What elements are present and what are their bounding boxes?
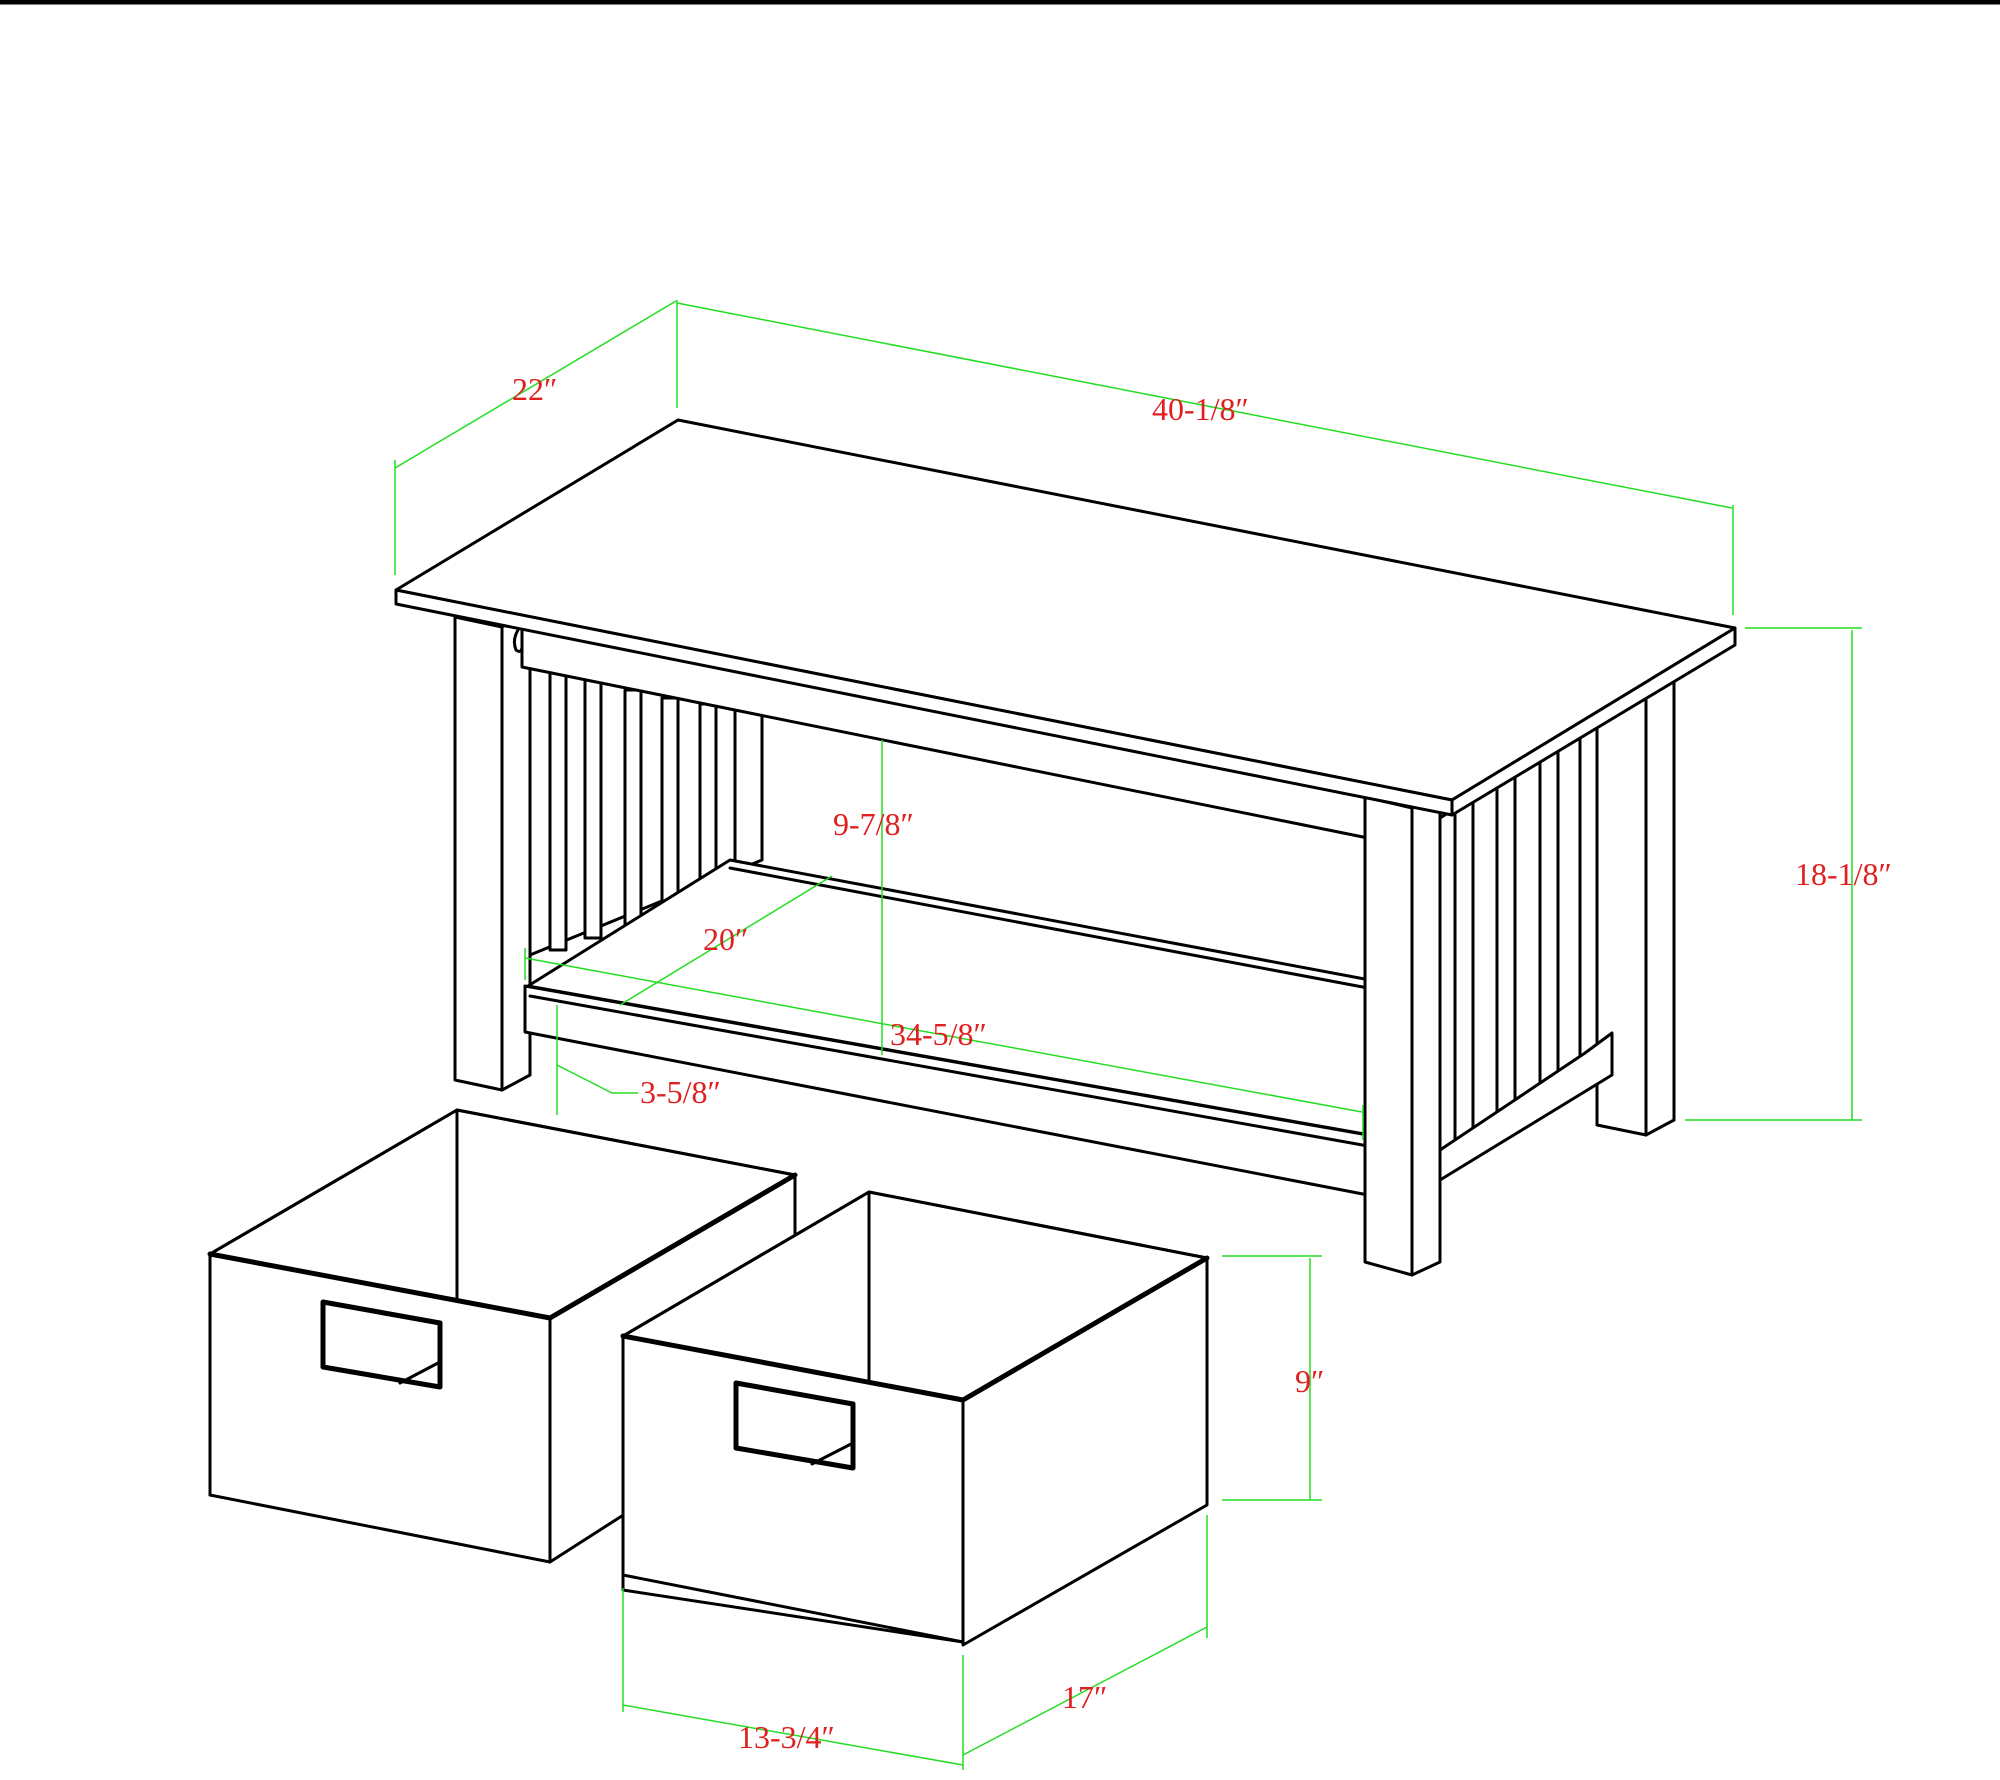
label-shelf-width: 34-5/8″ [890, 1016, 987, 1052]
dim-line-table-width [676, 302, 1733, 509]
label-bin-width: 13-3/4″ [738, 1719, 835, 1755]
label-shelf-depth: 20″ [703, 921, 748, 957]
left-side-slats [528, 638, 764, 957]
bin-left-handle-inner [398, 1360, 442, 1385]
coffee-table [394, 418, 1737, 1277]
lower-shelf [523, 858, 1372, 1197]
apron-clip [512, 628, 524, 653]
storage-bin-right [620, 1190, 1210, 1647]
label-bin-depth: 17″ [1062, 1679, 1107, 1715]
dim-line-shelf-depth [619, 875, 833, 1006]
table-top-side-edge [1450, 626, 1737, 817]
shelf-inner-edge [728, 866, 1370, 990]
bin-left-rim [207, 1172, 798, 1321]
bin-left-rim-back [208, 1108, 797, 1256]
bin-right-handle-inner [810, 1441, 855, 1466]
label-table-width: 40-1/8″ [1152, 391, 1249, 427]
label-table-depth: 22″ [512, 371, 557, 407]
label-shelf-clearance: 9-7/8″ [833, 806, 914, 842]
ext-line [556, 1064, 613, 1094]
label-shelf-height: 3-5/8″ [640, 1074, 721, 1110]
front-right-leg [1363, 795, 1414, 1277]
dim-line-bin-width [622, 1704, 964, 1766]
back-right-leg-edge-3 [1644, 1118, 1676, 1137]
dim-line-table-depth [394, 300, 677, 469]
back-left-leg [453, 615, 504, 1092]
dimension-labels: 22″ 40-1/8″ 18-1/8″ 9-7/8″ 20″ 34-5/8″ 3… [512, 371, 1892, 1755]
shelf-front-line [528, 994, 1370, 1148]
dim-line-bin-depth [962, 1626, 1208, 1756]
label-table-height: 18-1/8″ [1795, 856, 1892, 892]
bin-left-handle [320, 1299, 443, 1390]
right-side-slats [1438, 718, 1599, 1172]
dim-line-shelf-width [524, 957, 1363, 1113]
bin-right-rim [620, 1255, 1210, 1403]
bin-right-handle [733, 1380, 856, 1471]
label-bin-height: 9″ [1295, 1363, 1324, 1399]
dimension-lines [394, 300, 1862, 1770]
back-left-leg-edge-3 [500, 1073, 532, 1092]
bin-right-rim-back [621, 1190, 1209, 1338]
table-top [394, 418, 1737, 817]
front-right-leg-side [1410, 788, 1442, 1277]
